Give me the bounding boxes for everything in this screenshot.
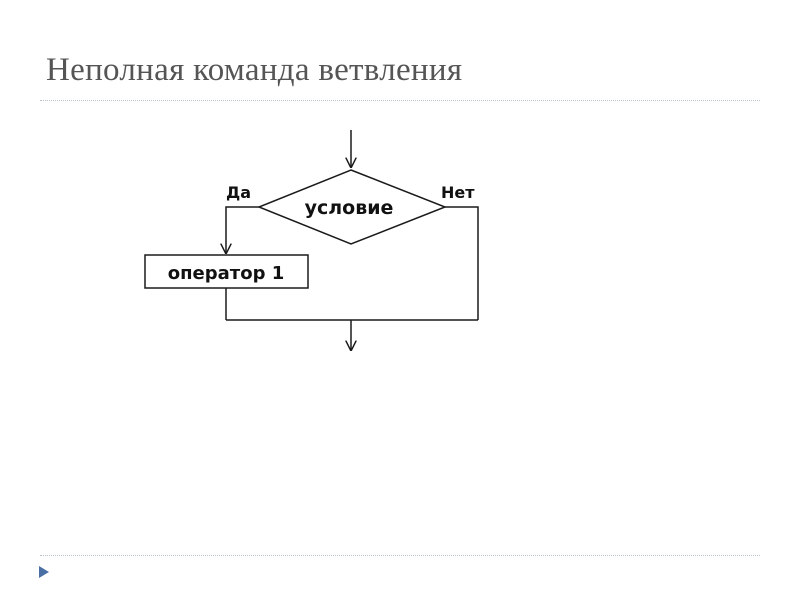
condition-label: условие (305, 197, 394, 219)
title-divider (40, 100, 760, 101)
triangle-right-icon (39, 566, 49, 578)
slide-title: Неполная команда ветвления (46, 52, 463, 88)
footer-divider (40, 555, 760, 556)
no-branch-line (445, 206, 479, 320)
no-label: Нет (441, 183, 475, 202)
yes-label: Да (226, 183, 251, 202)
operator-box (144, 254, 309, 289)
operator-label: оператор 1 (168, 263, 285, 284)
condition-diamond (256, 169, 448, 245)
yes-branch-line (226, 206, 259, 253)
